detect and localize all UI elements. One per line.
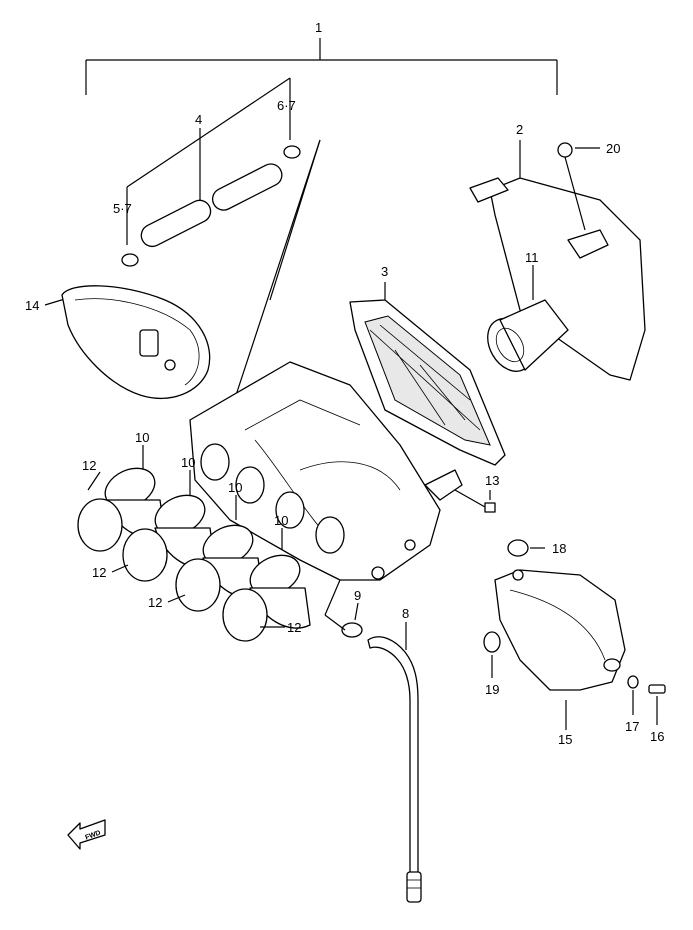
filter-element-3 [349,282,506,466]
label-18: 18 [552,541,566,556]
label-12c: 12 [148,595,162,610]
label-12d: 12 [287,620,301,635]
label-4: 4 [195,112,202,127]
label-13: 13 [485,473,499,488]
label-10c: 10 [228,480,242,495]
label-20: 20 [606,141,620,156]
label-19: 19 [485,682,499,697]
drain-hose-8 [367,622,422,903]
part-labels: 1 2 3 4 5·7 6·7 8 9 10 10 10 10 11 12 12… [25,20,664,747]
grommet-19 [483,631,501,678]
pipe-d [222,554,311,642]
assembly-bracket-1 [85,38,558,95]
washer-17 [627,675,639,715]
label-12a: 12 [82,458,96,473]
label-6-7: 6·7 [277,98,296,113]
fwd-arrow-icon: FWD [67,819,106,850]
bolt-16 [648,684,666,725]
hose-4 [121,77,321,469]
label-10b: 10 [181,455,195,470]
label-2: 2 [516,122,523,137]
air-cleaner-case [189,361,463,581]
screw-13 [454,489,496,513]
label-15: 15 [558,732,572,747]
pipe-a [77,467,166,552]
label-5-7: 5·7 [113,201,132,216]
label-16: 16 [650,729,664,744]
label-9: 9 [354,588,361,603]
label-14: 14 [25,298,39,313]
pipe-b [122,494,216,582]
label-10a: 10 [135,430,149,445]
label-8: 8 [402,606,409,621]
intake-boot-11 [487,299,569,372]
cover-14 [44,285,211,400]
label-17: 17 [625,719,639,734]
cap-2 [469,140,646,381]
label-11: 11 [525,250,539,265]
clamp-9 [324,579,363,638]
pipe-c [175,524,264,612]
label-12b: 12 [92,565,106,580]
side-cover-15 [494,569,626,730]
intake-pipes [77,445,311,642]
label-1: 1 [315,20,322,35]
label-10d: 10 [274,513,288,528]
label-3: 3 [381,264,388,279]
grommet-18 [507,539,545,557]
